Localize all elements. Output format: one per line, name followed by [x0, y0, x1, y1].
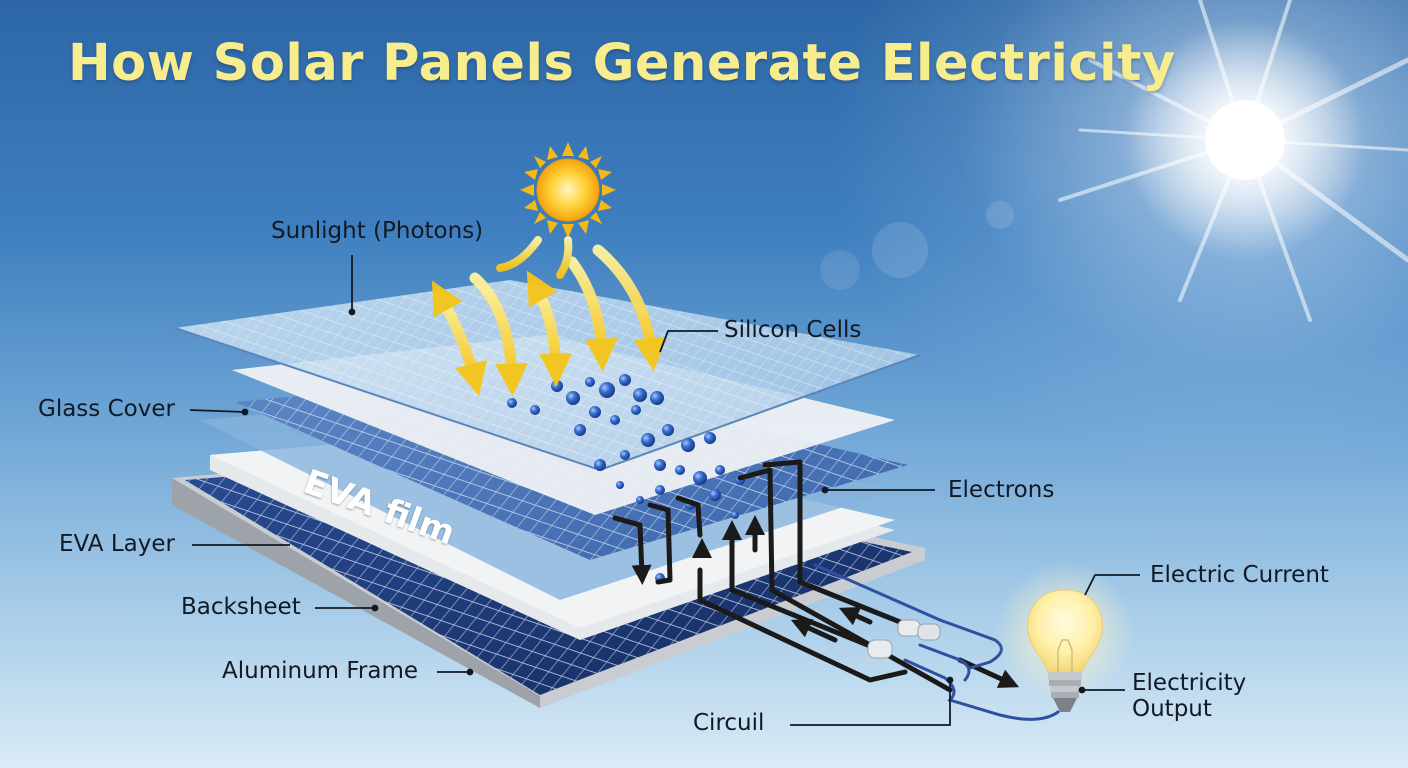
label-sunlight: Sunlight (Photons)	[271, 218, 484, 244]
label-electric-current: Electric Current	[1150, 562, 1329, 588]
sun-icon	[520, 142, 616, 238]
electron-icon	[662, 424, 674, 436]
electron-icon	[530, 405, 540, 415]
electron-icon	[566, 391, 580, 405]
electron-icon	[641, 433, 655, 447]
label-aluminum-frame: Aluminum Frame	[222, 658, 419, 684]
sun-flare-icon	[820, 0, 1408, 322]
photon-arrow-icon	[469, 272, 529, 397]
leader-lines	[189, 255, 1140, 726]
label-electrons: Electrons	[948, 477, 1055, 503]
photon-arrows	[431, 236, 667, 397]
electron-icon	[594, 459, 606, 471]
electron-icon	[585, 377, 595, 387]
electrons-cluster	[507, 374, 745, 583]
label-electricity-output-line2: Output	[1132, 696, 1212, 723]
electron-icon	[681, 438, 695, 452]
electron-icon	[599, 382, 615, 398]
electron-icon	[675, 465, 685, 475]
electron-icon	[633, 388, 647, 402]
electron-icon	[610, 415, 620, 425]
electron-icon	[551, 380, 563, 392]
label-electricity-output: Electricity Output	[1132, 670, 1246, 723]
electron-icon	[631, 405, 641, 415]
light-bulb-icon	[995, 562, 1135, 712]
electron-icon	[650, 391, 664, 405]
electron-icon	[709, 489, 721, 501]
label-glass-cover: Glass Cover	[38, 396, 175, 422]
electron-icon	[715, 465, 725, 475]
label-electricity-output-line1: Electricity	[1132, 670, 1247, 696]
electron-icon	[731, 511, 739, 519]
electron-icon	[507, 398, 517, 408]
label-circuit: Circuil	[693, 710, 765, 736]
electron-icon	[619, 374, 631, 386]
photon-arrow-icon	[526, 270, 573, 387]
label-eva-layer: EVA Layer	[59, 531, 175, 557]
electron-icon	[616, 481, 624, 489]
label-backsheet: Backsheet	[181, 594, 301, 620]
electron-icon	[620, 450, 630, 460]
label-silicon-cells: Silicon Cells	[724, 317, 862, 343]
electron-icon	[693, 471, 707, 485]
electron-icon	[636, 496, 644, 504]
electron-icon	[655, 485, 665, 495]
page-title: How Solar Panels Generate Electricity	[68, 34, 1176, 93]
electron-icon	[654, 459, 666, 471]
photon-arrow-icon	[431, 280, 488, 397]
electron-icon	[704, 432, 716, 444]
electron-icon	[574, 424, 586, 436]
photon-arrow-icon	[592, 244, 667, 372]
electron-icon	[589, 406, 601, 418]
wire-connector-icon	[867, 619, 941, 659]
circuit-wires	[612, 459, 1020, 693]
photon-arrow-icon	[566, 256, 618, 372]
